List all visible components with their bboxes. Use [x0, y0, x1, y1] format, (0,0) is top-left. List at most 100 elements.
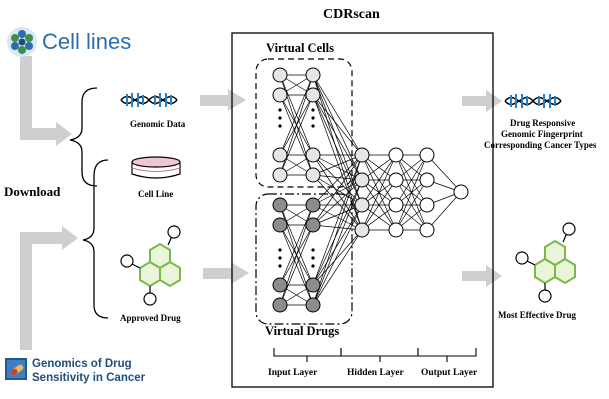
flow-arrows	[20, 56, 502, 350]
hidden-layer-node	[354, 172, 370, 188]
network-edge	[312, 154, 363, 206]
virtual-drug-node	[305, 217, 321, 233]
virtual-cell-node	[305, 67, 321, 83]
network-edge	[312, 204, 363, 226]
gdsc-label-line2: Sensitivity in Cancer	[32, 372, 146, 384]
fingerprint-line3: Corresponding Cancer Types	[484, 140, 597, 150]
virtual-cell-node	[272, 167, 288, 183]
output-layer-label: Output Layer	[421, 368, 478, 378]
virtual-drug-node	[305, 297, 321, 313]
network-edge	[312, 204, 363, 306]
input-layer-bracket	[273, 348, 342, 362]
arrow-cell-lines-right	[20, 128, 58, 140]
network-edge	[279, 94, 314, 176]
download-label: Download	[4, 184, 61, 199]
virtual-cell-node	[272, 67, 288, 83]
arrow-cell-lines-head	[56, 122, 72, 146]
network-edge	[312, 229, 363, 306]
gdsc-label-line1: Genomics of Drug	[32, 358, 132, 370]
network-edge	[312, 94, 363, 156]
virtual-drug-node	[272, 197, 288, 213]
hidden-layer-label: Hidden Layer	[347, 368, 404, 378]
network-edge	[312, 74, 363, 231]
network-edge	[395, 154, 428, 231]
network-edge	[312, 204, 363, 286]
petri-dish-icon	[131, 156, 181, 179]
download-brace-top	[69, 87, 98, 187]
output-node	[453, 184, 469, 200]
network-edge	[312, 154, 363, 176]
most-effective-drug-label: Most Effective Drug	[498, 310, 576, 320]
network-edge	[312, 94, 363, 181]
virtual-drug-node	[272, 217, 288, 233]
virtual-cell-node	[272, 147, 288, 163]
network-edge	[312, 204, 363, 231]
network-edge	[312, 154, 363, 226]
virtual-drugs-box	[255, 193, 353, 325]
virtual-cell-node	[305, 147, 321, 163]
network-edge	[395, 179, 428, 231]
genomic-data-label: Genomic Data	[130, 119, 186, 129]
network-edge	[312, 94, 363, 231]
network-edge	[395, 154, 428, 206]
network-nodes	[272, 67, 469, 313]
most-effective-drug-icon	[515, 222, 576, 303]
hidden-layer-node	[388, 172, 404, 188]
network-edge	[279, 204, 314, 286]
network-edge	[426, 191, 462, 231]
network-edge	[312, 224, 363, 231]
fingerprint-line2: Genomic Fingerprint	[501, 129, 583, 139]
hidden-layer-node	[354, 197, 370, 213]
virtual-drug-node	[305, 277, 321, 293]
arrow-most-effective-head	[486, 265, 502, 287]
network-edge	[361, 179, 397, 231]
drug-molecule-icon	[120, 225, 181, 306]
virtual-cell-node	[272, 87, 288, 103]
network-edges	[279, 74, 462, 306]
cell-line-label: Cell Line	[138, 189, 174, 199]
output-dna-icon	[504, 93, 562, 109]
hidden-layer-bracket	[340, 348, 419, 362]
network-edge	[312, 154, 363, 286]
network-edge	[312, 229, 363, 286]
network-edge	[312, 74, 363, 206]
gdsc-logo-icon	[5, 358, 27, 380]
network-edge	[312, 179, 363, 306]
arrow-fingerprint-head	[486, 90, 502, 112]
virtual-cells-box	[255, 58, 353, 188]
arrow-cell-lines-down	[20, 56, 32, 136]
network-edge	[312, 154, 363, 306]
network-edge	[279, 74, 314, 156]
diagram-title: CDRscan	[323, 7, 380, 22]
cell-lines-logo-icon	[7, 27, 37, 57]
approved-drug-label: Approved Drug	[120, 313, 181, 323]
arrow-gdsc-up	[20, 236, 32, 350]
network-edge	[312, 94, 363, 206]
hidden-layer-node	[419, 172, 435, 188]
cdrscan-box	[231, 32, 494, 388]
arrow-drug-head	[231, 262, 249, 284]
arrow-genomic-to-cells	[200, 95, 230, 106]
virtual-cell-node	[305, 87, 321, 103]
fingerprint-line1: Drug Responsive	[510, 118, 576, 128]
hidden-layer-node	[354, 147, 370, 163]
cell-lines-label: Cell lines	[42, 29, 132, 54]
hidden-layer-node	[354, 222, 370, 238]
hidden-layer-node	[388, 222, 404, 238]
arrow-gdsc-right	[20, 232, 64, 244]
virtual-cells-label: Virtual Cells	[266, 41, 334, 55]
virtual-cell-node	[305, 167, 321, 183]
hidden-layer-node	[419, 197, 435, 213]
input-ellipsis	[278, 108, 315, 268]
virtual-drug-node	[272, 297, 288, 313]
input-layer-label: Input Layer	[268, 368, 318, 378]
network-edge	[361, 154, 397, 231]
virtual-drug-node	[305, 197, 321, 213]
hidden-layer-node	[419, 222, 435, 238]
arrow-gdsc-head	[62, 226, 78, 250]
virtual-drug-node	[272, 277, 288, 293]
virtual-drugs-label: Virtual Drugs	[265, 324, 340, 338]
hidden-layer-node	[388, 197, 404, 213]
arrow-to-most-effective	[462, 271, 488, 281]
output-layer-bracket	[417, 348, 477, 362]
